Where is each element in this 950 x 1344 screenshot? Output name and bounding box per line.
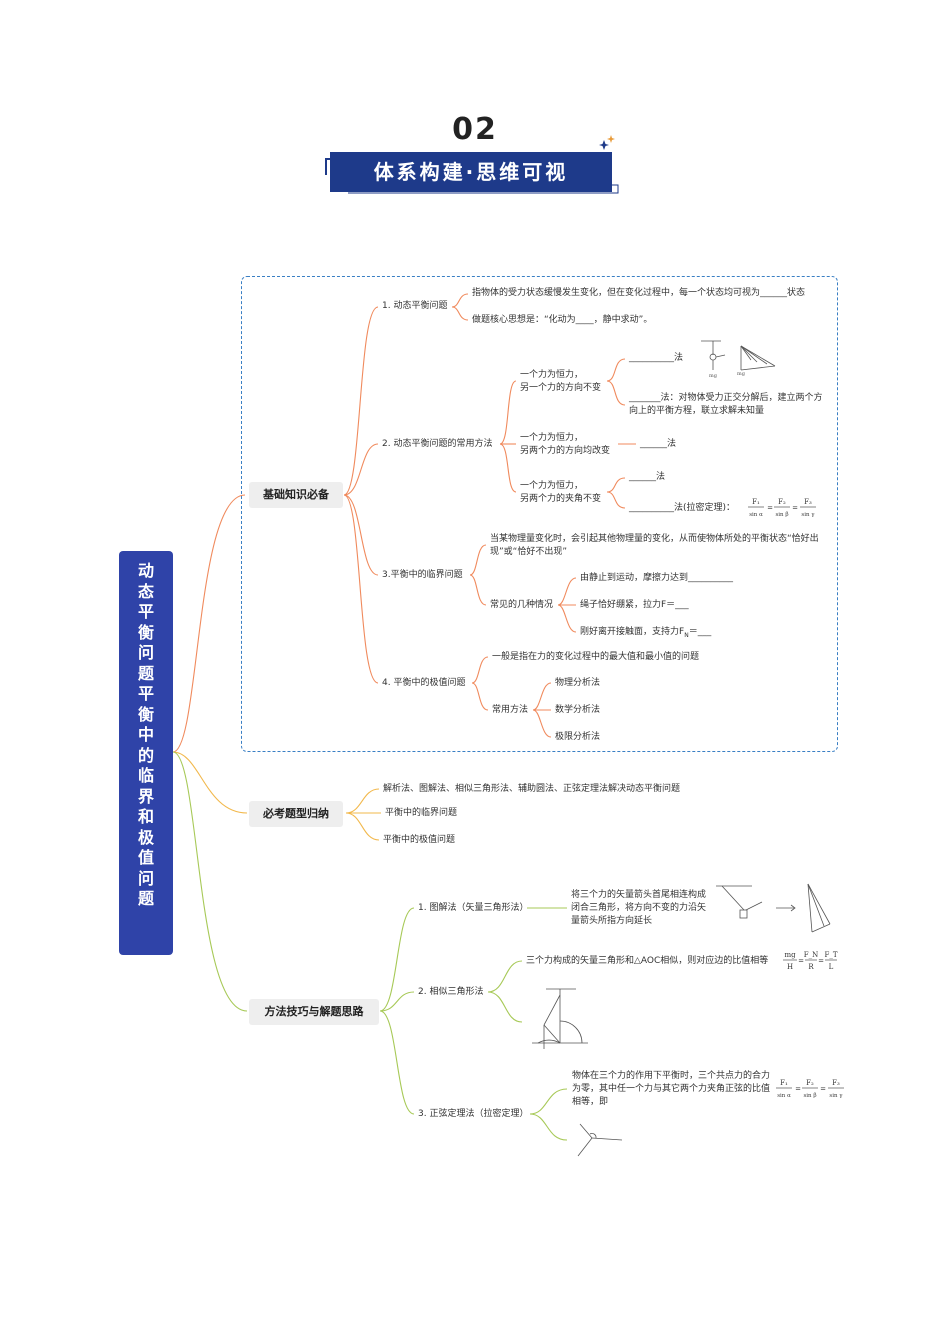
lami-formula: F₁ sin α = F₂ sin β = F₃ sin γ: [748, 498, 816, 518]
sine-f3: F₃: [832, 1079, 840, 1087]
lami-eq1: =: [767, 504, 773, 512]
sim-ft: F_T: [824, 951, 837, 959]
banner-title: 体系构建·思维可视: [330, 152, 612, 192]
sim-mg: mg: [784, 951, 796, 959]
case-one-direction-fixed: 一个力为恒力， 另一个力的方向不变: [520, 370, 602, 393]
lami-sg: sin γ: [801, 512, 815, 518]
lami-sb: sin β: [775, 512, 788, 518]
category-skills: 方法技巧与解题思路: [249, 999, 379, 1025]
method-graphical-blank: __________法: [629, 353, 684, 363]
type-critical: 平衡中的临界问题: [385, 808, 458, 818]
graphical-diagram: [716, 883, 831, 933]
sine-f2: F₂: [806, 1079, 814, 1087]
extreme-definition: 一般是指在力的变化过程中的最大值和最小值的问题: [492, 652, 700, 662]
category-types: 必考题型归纳: [249, 801, 343, 827]
critical-leave-surface: 刚好离开接触面，支持力FN＝___: [580, 627, 712, 639]
label-mg: mg: [709, 373, 718, 378]
section-number: 02: [452, 112, 498, 147]
method-lami-blank: __________法(拉密定理)：: [629, 503, 736, 513]
sine-sa: sin α: [777, 1093, 791, 1099]
method-physical: 物理分析法: [555, 678, 601, 688]
case-angle-fixed: 一个力为恒力， 另两个力的夹角不变: [520, 481, 602, 504]
sine-f1: F₁: [780, 1079, 788, 1087]
sine-law-formula: F₁ sin α = F₂ sin β = F₃ sin γ: [776, 1079, 844, 1099]
label-mg-2: mg: [737, 371, 746, 377]
sim-fn: F_N: [804, 951, 818, 959]
lami-eq2: =: [792, 504, 798, 512]
method-limit: 极限分析法: [555, 732, 601, 742]
critical-cases: 常见的几种情况: [490, 600, 554, 610]
similar-triangle-diagram: [532, 988, 588, 1049]
method-similar-blank: ______法: [640, 439, 677, 449]
extreme-common-methods: 常用方法: [492, 705, 529, 715]
case-both-directions-change: 一个力为恒力， 另两个力的方向均改变: [520, 433, 611, 456]
sparkle-icon: [599, 135, 615, 150]
root-title: 动态平衡问题 平衡中的临界和极值问题: [137, 561, 154, 908]
sine-eq2: =: [820, 1085, 826, 1093]
force-diagram-graphical: mg mg: [701, 340, 776, 378]
method-circle-blank: ______法: [629, 472, 666, 482]
node-dynamic-balance: 1. 动态平衡问题: [382, 301, 448, 311]
critical-rope-taut: 绳子恰好绷紧，拉力F＝___: [580, 600, 689, 610]
skill-graphical: 1. 图解法（矢量三角形法）: [418, 903, 529, 913]
sim-eq1: =: [798, 957, 804, 965]
critical-static-to-motion: 由静止到运动，摩擦力达到__________: [580, 573, 734, 583]
dynamic-definition: 指物体的受力状态缓慢发生变化，但在变化过程中，每一个状态均可视为______状态: [472, 288, 806, 298]
skill-similar-triangle-desc: 三个力构成的矢量三角形和△AOC相似，则对应边的比值相等: [526, 956, 769, 966]
dynamic-core-idea: 做题核心思想是：“化动为____，静中求动”。: [472, 315, 653, 325]
lami-f2: F₂: [778, 498, 786, 506]
sim-eq2: =: [818, 957, 824, 965]
method-math: 数学分析法: [555, 705, 601, 715]
sim-r: R: [808, 963, 814, 971]
skill-sine-law-desc: 物体在三个力的作用下平衡时，三个共点力的合力为零，其中任一个力与其它两个力夹角正…: [572, 1071, 771, 1107]
sine-law-diagram: [577, 1123, 623, 1157]
lami-f1: F₁: [752, 498, 760, 506]
similar-triangle-formula: mg H = F_N R = F_T L: [783, 951, 838, 971]
basic-knowledge-frame: [241, 276, 838, 752]
node-extreme: 4. 平衡中的极值问题: [382, 678, 466, 688]
skill-sine-law: 3. 正弦定理法（拉密定理）: [418, 1109, 529, 1119]
sine-eq1: =: [795, 1085, 801, 1093]
root-node: 动态平衡问题 平衡中的临界和极值问题: [119, 551, 173, 955]
sine-sb: sin β: [803, 1093, 816, 1099]
sim-h: H: [787, 963, 793, 971]
lami-sa: sin α: [749, 512, 763, 518]
node-critical: 3.平衡中的临界问题: [382, 570, 463, 580]
skill-similar-triangle: 2. 相似三角形法: [418, 987, 484, 997]
skill-graphical-desc: 将三个力的矢量箭头首尾相连构成闭合三角形，将方向不变的力沿矢量箭头所指方向延长: [571, 890, 707, 926]
sine-sg: sin γ: [829, 1093, 843, 1099]
node-common-methods: 2. 动态平衡问题的常用方法: [382, 439, 493, 449]
type-dynamic-methods: 解析法、图解法、相似三角形法、辅助圆法、正弦定理法解决动态平衡问题: [383, 784, 681, 794]
sim-l: L: [829, 963, 834, 971]
category-basic: 基础知识必备: [249, 482, 343, 508]
type-extreme: 平衡中的极值问题: [383, 835, 456, 845]
critical-definition: 当某物理量变化时，会引起其他物理量的变化，从而使物体所处的平衡状态“恰好出现”或…: [490, 534, 819, 557]
lami-f3: F₃: [804, 498, 812, 506]
method-orthogonal-blank: _______法：对物体受力正交分解后，建立两个方向上的平衡方程，联立求解未知量: [629, 393, 823, 416]
